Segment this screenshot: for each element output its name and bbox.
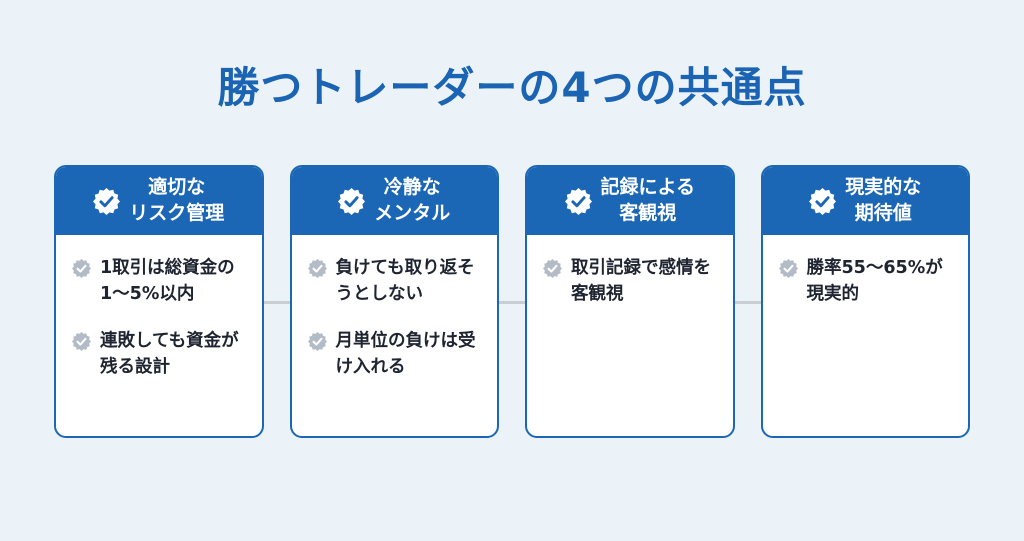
card-risk-management: 適切な リスク管理 1取引は総資金の1〜5%以内 [54,165,264,438]
card-record-objectivity: 記録による 客観視 取引記録で感情を客観視 [525,165,735,438]
check-seal-icon [543,259,562,278]
check-seal-icon [338,187,366,215]
list-item-text: 1取引は総資金の1〜5%以内 [100,258,235,305]
list-item-text: 連敗しても資金が残る設計 [100,330,239,377]
card-header: 適切な リスク管理 [56,167,262,235]
list-item: 取引記録で感情を客観視 [543,255,719,308]
check-seal-icon [778,259,798,278]
card-header-label: 適切な リスク管理 [129,176,225,224]
cards-section: 適切な リスク管理 1取引は総資金の1〜5%以内 [54,165,970,438]
cards-row: 適切な リスク管理 1取引は総資金の1〜5%以内 [54,165,970,438]
list-item: 連敗しても資金が残る設計 [72,328,248,381]
card-header-label: 記録による 客観視 [600,176,695,224]
card-body: 勝率55〜65%が現実的 [763,235,969,322]
list-item: 負けても取り返そうとしない [307,255,484,308]
connector-line [58,301,966,304]
check-seal-icon [307,259,327,278]
card-header: 冷静な メンタル [291,167,497,235]
card-header-label: 現実的な 期待値 [845,176,922,224]
list-item-text: 月単位の負けは受け入れる [335,330,476,377]
list-item: 月単位の負けは受け入れる [307,328,484,381]
list-item: 勝率55〜65%が現実的 [778,255,955,308]
card-header: 記録による 客観視 [527,167,733,235]
check-seal-icon [72,331,91,351]
card-realistic-expectation: 現実的な 期待値 勝率55〜65%が現実的 [760,165,970,438]
list-item-text: 勝率55〜65%が現実的 [806,258,943,305]
card-header: 現実的な 期待値 [762,167,968,235]
list-item-text: 負けても取り返そうとしない [335,258,475,305]
card-header-label: 冷静な メンタル [374,176,451,224]
check-seal-icon [93,187,121,215]
check-seal-icon [72,259,91,278]
card-body: 負けても取り返そうとしない 月単位の負けは受け入れる [292,235,498,394]
card-calm-mental: 冷静な メンタル 負けても取り返そうとしない [289,165,499,438]
check-seal-icon [564,187,592,215]
list-item-text: 取引記録で感情を客観視 [571,258,711,305]
check-seal-icon [307,331,327,351]
card-body: 1取引は総資金の1〜5%以内 連敗しても資金が残る設計 [56,235,262,394]
check-seal-icon [809,187,837,215]
list-item: 1取引は総資金の1〜5%以内 [72,255,248,308]
page-title: 勝つトレーダーの4つの共通点 [217,63,807,112]
card-body: 取引記録で感情を客観視 [527,235,733,322]
